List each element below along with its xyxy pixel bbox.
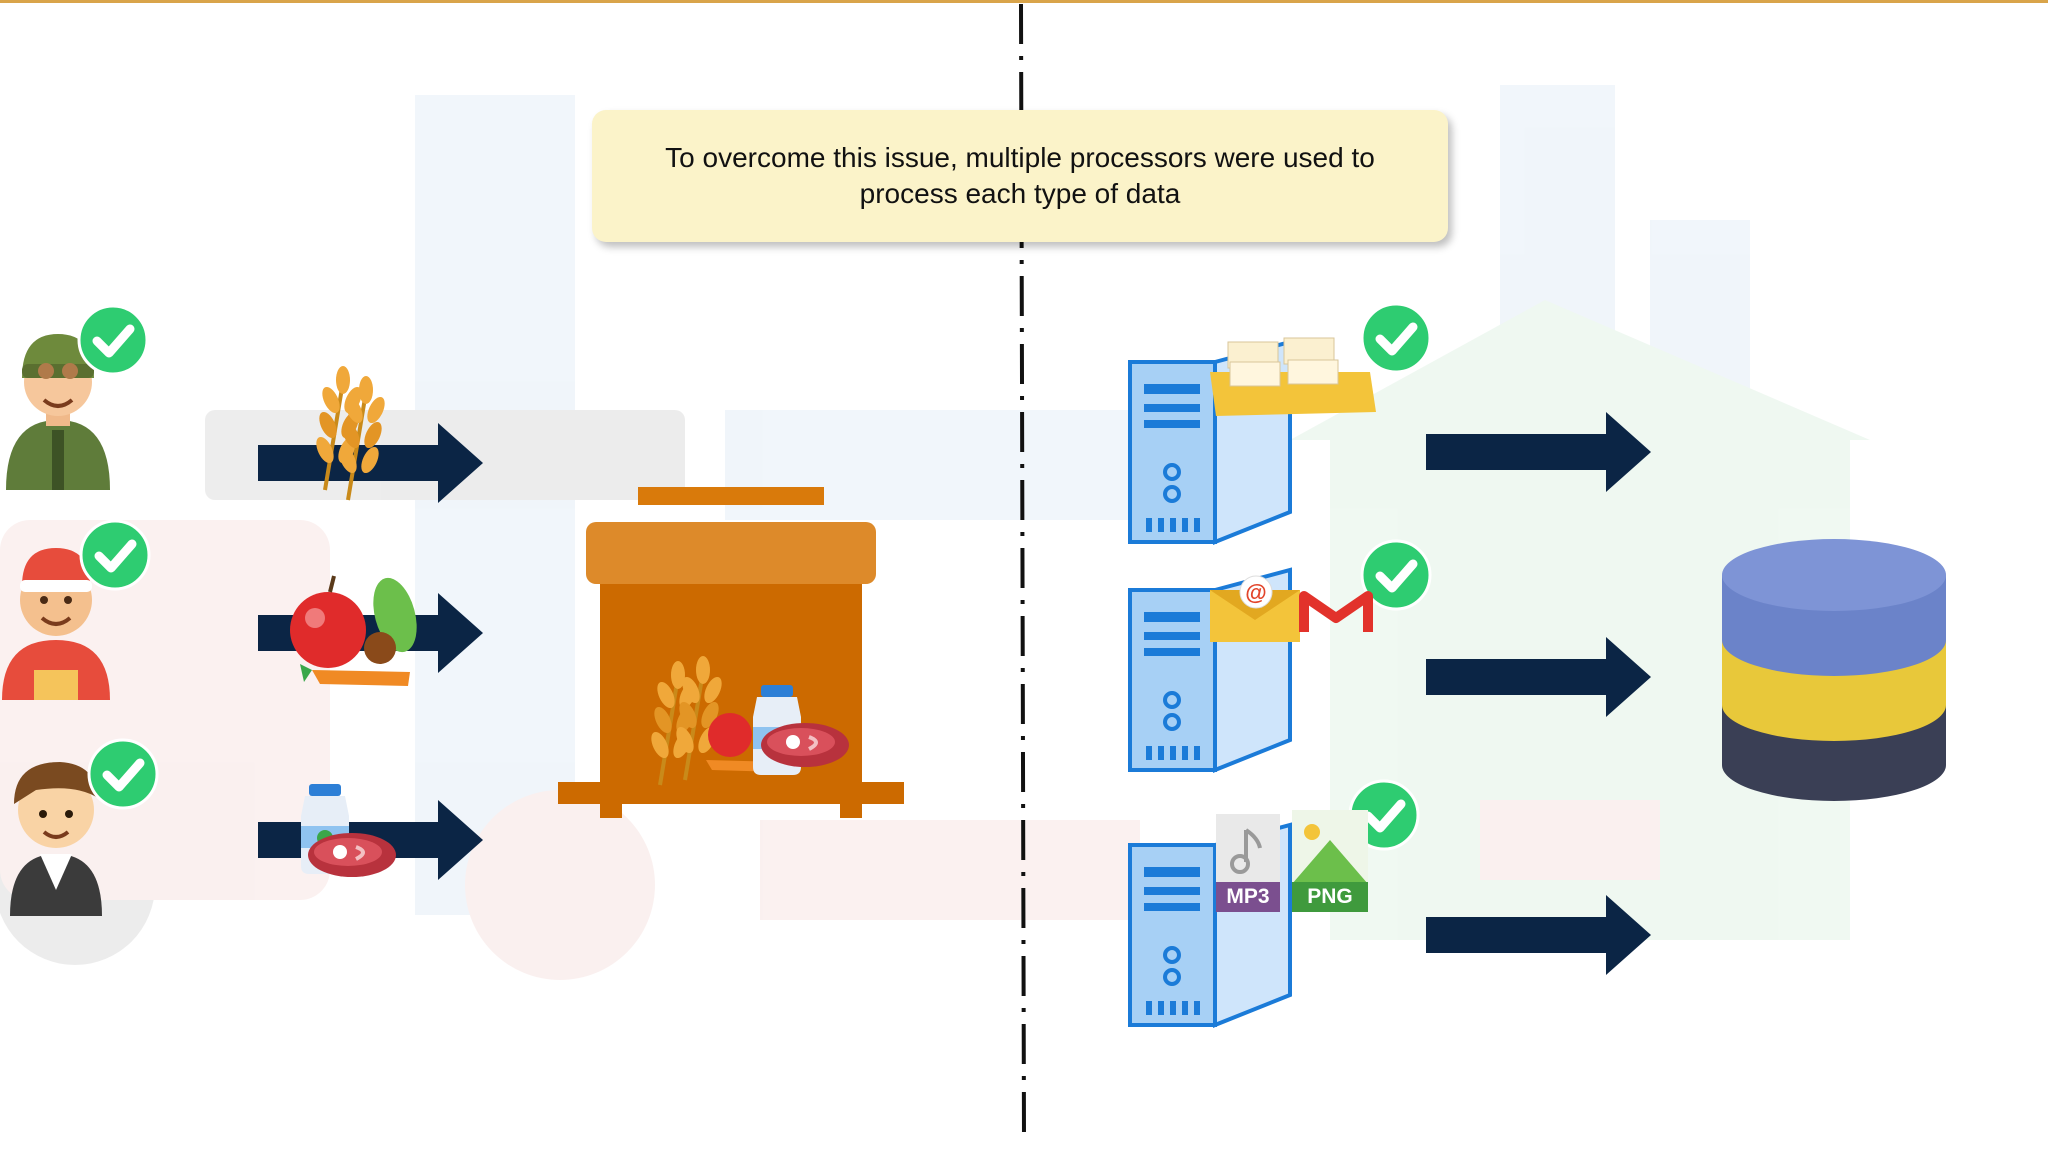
businessman-icon — [10, 762, 102, 916]
top-rule — [0, 0, 2048, 3]
check-circle-icon — [81, 521, 149, 589]
callout-line-1: To overcome this issue, multiple process… — [665, 142, 1375, 173]
callout-box: To overcome this issue, multiple process… — [592, 110, 1448, 242]
mp3-label: MP3 — [1216, 882, 1280, 912]
chef-icon — [2, 548, 110, 700]
callout-line-2: process each type of data — [859, 178, 1181, 209]
grain-bin-icon — [558, 487, 904, 818]
soldier-icon — [6, 334, 110, 490]
svg-text:@: @ — [1245, 580, 1266, 605]
check-circle-icon — [89, 740, 157, 808]
check-circle-icon — [79, 306, 147, 374]
database-icon — [1722, 539, 1946, 801]
callout-text: To overcome this issue, multiple process… — [665, 140, 1375, 212]
fruit-vegetable-icon — [290, 575, 417, 686]
png-label: PNG — [1292, 882, 1368, 912]
check-circle-icon — [1362, 304, 1430, 372]
server-email-icon: @ — [1128, 568, 1373, 772]
server-folder-icon — [1128, 337, 1376, 544]
server-media-icon — [1128, 810, 1368, 1027]
